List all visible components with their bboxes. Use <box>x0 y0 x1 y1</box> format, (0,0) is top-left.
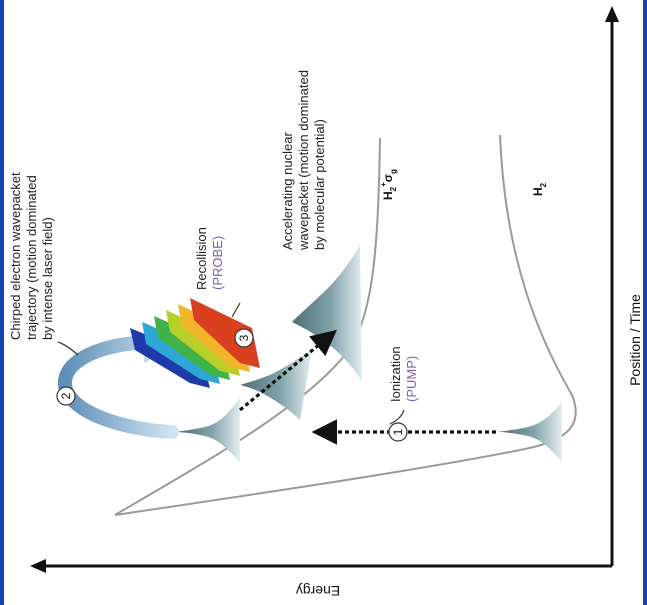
nuclear-annotation-line-3: by molecular potential) <box>312 119 327 250</box>
step-3-marker: 3 <box>231 302 254 348</box>
ionized-wavepacket <box>176 398 240 462</box>
step-3-number: 3 <box>237 334 251 341</box>
position-time-axis-label: Position / Time <box>627 294 643 386</box>
recollision-label: Recollision <box>194 227 209 290</box>
svg-text:H2: H2 <box>531 182 548 196</box>
chirped-electron-ribbons <box>130 298 260 388</box>
step-1-number: 1 <box>391 428 405 435</box>
step-2-number: 2 <box>59 392 73 399</box>
step-1-marker: 1 <box>388 422 408 442</box>
electron-annotation-line-1: Chirped electron wavepacket <box>8 172 23 340</box>
nuclear-wavepacket-large <box>292 245 362 382</box>
ion-curve-label: H2+σg <box>379 169 398 200</box>
ground-state-wavepacket <box>498 402 562 462</box>
neutral-curve-label-sub: 2 <box>539 182 548 187</box>
electron-annotation-line-2: trajectory (motion dominated <box>24 175 39 340</box>
neutral-curve-label: H2 <box>531 182 548 196</box>
left-frame-edge <box>0 0 4 605</box>
recollision-annotation: Recollision (PROBE) <box>194 224 225 291</box>
svg-text:H2+σg: H2+σg <box>379 169 398 200</box>
step-2-marker: 2 <box>56 386 76 406</box>
nuclear-annotation-line-2: wavepacket (motion dominated <box>296 70 311 251</box>
ion-curve-label-state: σ <box>381 174 395 182</box>
energy-axis-arrowhead <box>30 559 46 573</box>
ion-curve-label-state-sub: g <box>389 169 398 174</box>
position-time-axis-arrowhead <box>605 6 619 22</box>
ion-curve-label-sup: + <box>379 182 388 187</box>
step-1-leader-line <box>389 409 405 425</box>
nuclear-annotation-line-1: Accelerating nuclear <box>280 132 295 250</box>
ion-curve-label-sub: 2 <box>389 186 398 191</box>
nuclear-wavepacket-mid <box>240 350 312 420</box>
nuclear-wavepacket-annotation: Accelerating nuclear wavepacket (motion … <box>280 66 327 251</box>
right-frame-edge <box>643 0 647 605</box>
energy-axis-label: Energy <box>296 583 340 599</box>
neutral-curve-label-main: H <box>531 187 545 196</box>
ionization-label: Ionization <box>388 346 403 402</box>
ionization-annotation: Ionization (PUMP) <box>388 343 419 402</box>
recollision-tag: (PROBE) <box>210 236 225 290</box>
nuclear-motion-arrow <box>238 329 337 412</box>
electron-trajectory-annotation: Chirped electron wavepacket trajectory (… <box>8 169 55 340</box>
ion-curve-label-main: H <box>381 191 395 200</box>
electron-annotation-line-3: by intense laser field) <box>40 217 55 340</box>
step-2-leader-line <box>57 341 79 356</box>
ionization-tag: (PUMP) <box>404 356 419 402</box>
